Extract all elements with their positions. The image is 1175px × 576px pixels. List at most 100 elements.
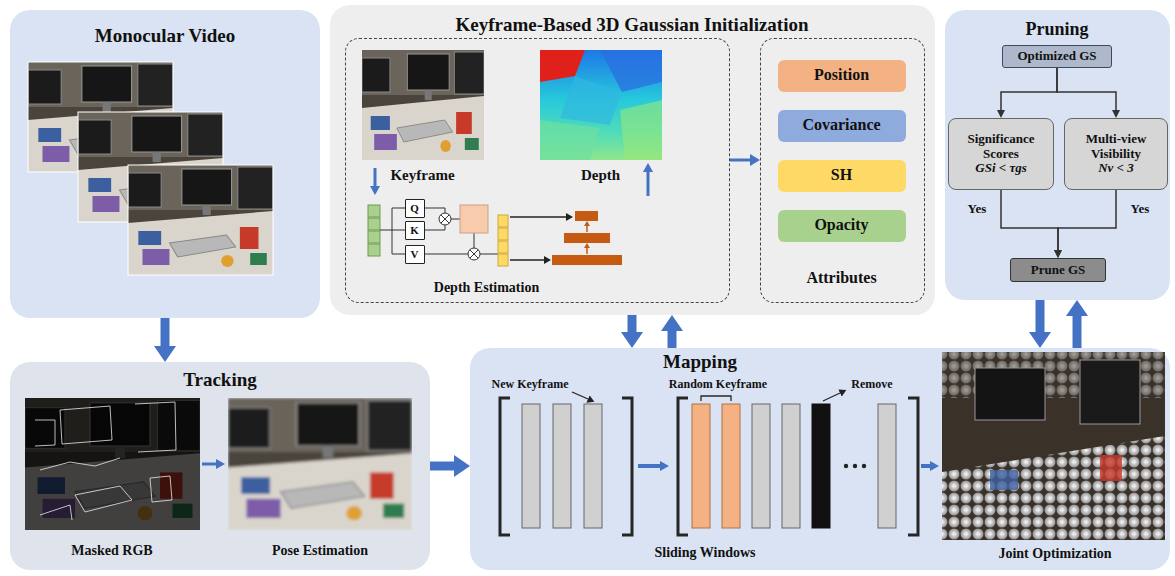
sliding-window [782, 404, 800, 528]
flow-arrow [430, 462, 454, 471]
gaussian-scene-image [1100, 455, 1122, 481]
image-caption: Masked RGB [71, 543, 152, 559]
annotation: Random Keyframe [669, 378, 767, 392]
attention-block [451, 219, 460, 220]
flow-arrow [1058, 190, 1116, 250]
box-label: Covariance [802, 116, 880, 134]
group-title: Depth Estimation [434, 279, 539, 295]
attention-block [368, 205, 508, 266]
flow-arrow [668, 331, 677, 348]
condition-box: Multi-view VisibilityNv < 3 [1064, 118, 1168, 190]
masked-rgb-image [25, 398, 200, 530]
masked-rgb-image [35, 402, 176, 520]
sliding-window [692, 404, 710, 528]
video-frames [128, 165, 273, 275]
sliding-window [678, 398, 688, 535]
masked-rgb-image [40, 505, 72, 520]
attention-block [480, 254, 498, 255]
sliding-window [844, 464, 848, 468]
flow-arrow [161, 318, 170, 346]
image-caption: Depth [581, 167, 620, 184]
decoder [575, 211, 598, 221]
attention-block [368, 231, 380, 243]
box-label: K [410, 224, 419, 237]
sliding-window [878, 404, 896, 528]
depth-map [540, 120, 600, 160]
attention-block [380, 208, 498, 254]
image-caption: Pose Estimation [272, 543, 368, 559]
keyframe-photo [362, 50, 484, 186]
decoder [510, 211, 622, 265]
depth-map [540, 50, 662, 196]
attention-block [425, 208, 445, 213]
image-caption: Joint Optimization [998, 546, 1111, 562]
panel-title: Monocular Video [95, 25, 236, 47]
depth-map [620, 100, 662, 160]
process-box: Prune GS [1010, 258, 1106, 282]
pose-estimation-image [202, 398, 412, 530]
box-label: Opacity [814, 216, 868, 234]
panel: TrackingMasked RGBPose Estimation [10, 362, 430, 570]
box-label: Significance Scores [949, 132, 1053, 162]
annotation: New Keyframe [492, 378, 569, 392]
box-label: Position [814, 66, 869, 84]
process-box: Optimized GS [1002, 45, 1112, 68]
panel: Optimized GS Significance ScoresGSi < τgs… [945, 10, 1170, 300]
sliding-window [921, 464, 930, 468]
masked-rgb-image [35, 420, 55, 446]
sliding-window [752, 404, 770, 528]
edge-label: Yes [1129, 201, 1152, 217]
sliding-window [500, 392, 930, 535]
attention-block [474, 233, 475, 248]
connectors [165, 68, 1116, 466]
decoder [564, 233, 610, 243]
keyframe-photo [374, 168, 377, 186]
gaussian-scene-image [975, 368, 1045, 420]
sliding-window [908, 398, 918, 535]
dashed-group: QKVKeyframeDepthDepth Estimation [345, 38, 730, 303]
sliding-window [862, 464, 866, 468]
masked-rgb-image [60, 406, 112, 444]
box-label: Optimized GS [1017, 49, 1096, 64]
box-label: Prune GS [1031, 263, 1086, 278]
flow-arrow [730, 159, 750, 162]
video-frames [128, 165, 273, 275]
decoder [510, 216, 566, 217]
sliding-window [722, 404, 740, 528]
pose-estimation-image [202, 463, 216, 466]
attention-block [439, 213, 451, 225]
attribute-box: SH [778, 160, 906, 192]
panel: QKVKeyframeDepthDepth EstimationPosition… [330, 5, 935, 315]
gaussian-scene-image [942, 436, 1165, 540]
box-label: Nv < 3 [1098, 161, 1134, 176]
sliding-window [638, 464, 660, 468]
flow-arrow [1073, 316, 1082, 348]
attention-block [498, 254, 508, 266]
decoder [586, 226, 588, 232]
depth-map [540, 50, 662, 160]
box-label: GSi < τgs [975, 161, 1026, 176]
attention-block [498, 241, 508, 253]
attribute-box: Covariance [778, 110, 906, 142]
masked-rgb-image [40, 458, 120, 470]
attention-block [460, 205, 488, 233]
qkv-box: Q [405, 199, 425, 218]
attention-block [498, 215, 508, 227]
panel: MappingNew KeyframeRandom KeyframeRemove… [470, 348, 1170, 570]
edge-label: Yes [966, 201, 989, 217]
flow-arrow [628, 315, 637, 332]
box-label: SH [831, 166, 852, 184]
video-frames [28, 62, 173, 172]
panel-title: Keyframe-Based 3D Gaussian Initializatio… [455, 14, 808, 36]
box-label: Q [410, 202, 419, 215]
masked-rgb-image [135, 402, 176, 452]
gaussian-scene-image [990, 470, 1018, 490]
box-label: V [411, 248, 419, 261]
gaussian-scene-image [942, 352, 1165, 540]
panel-title: Pruning [1025, 19, 1088, 40]
flow-arrow [1036, 300, 1045, 332]
sliding-window [522, 404, 540, 528]
